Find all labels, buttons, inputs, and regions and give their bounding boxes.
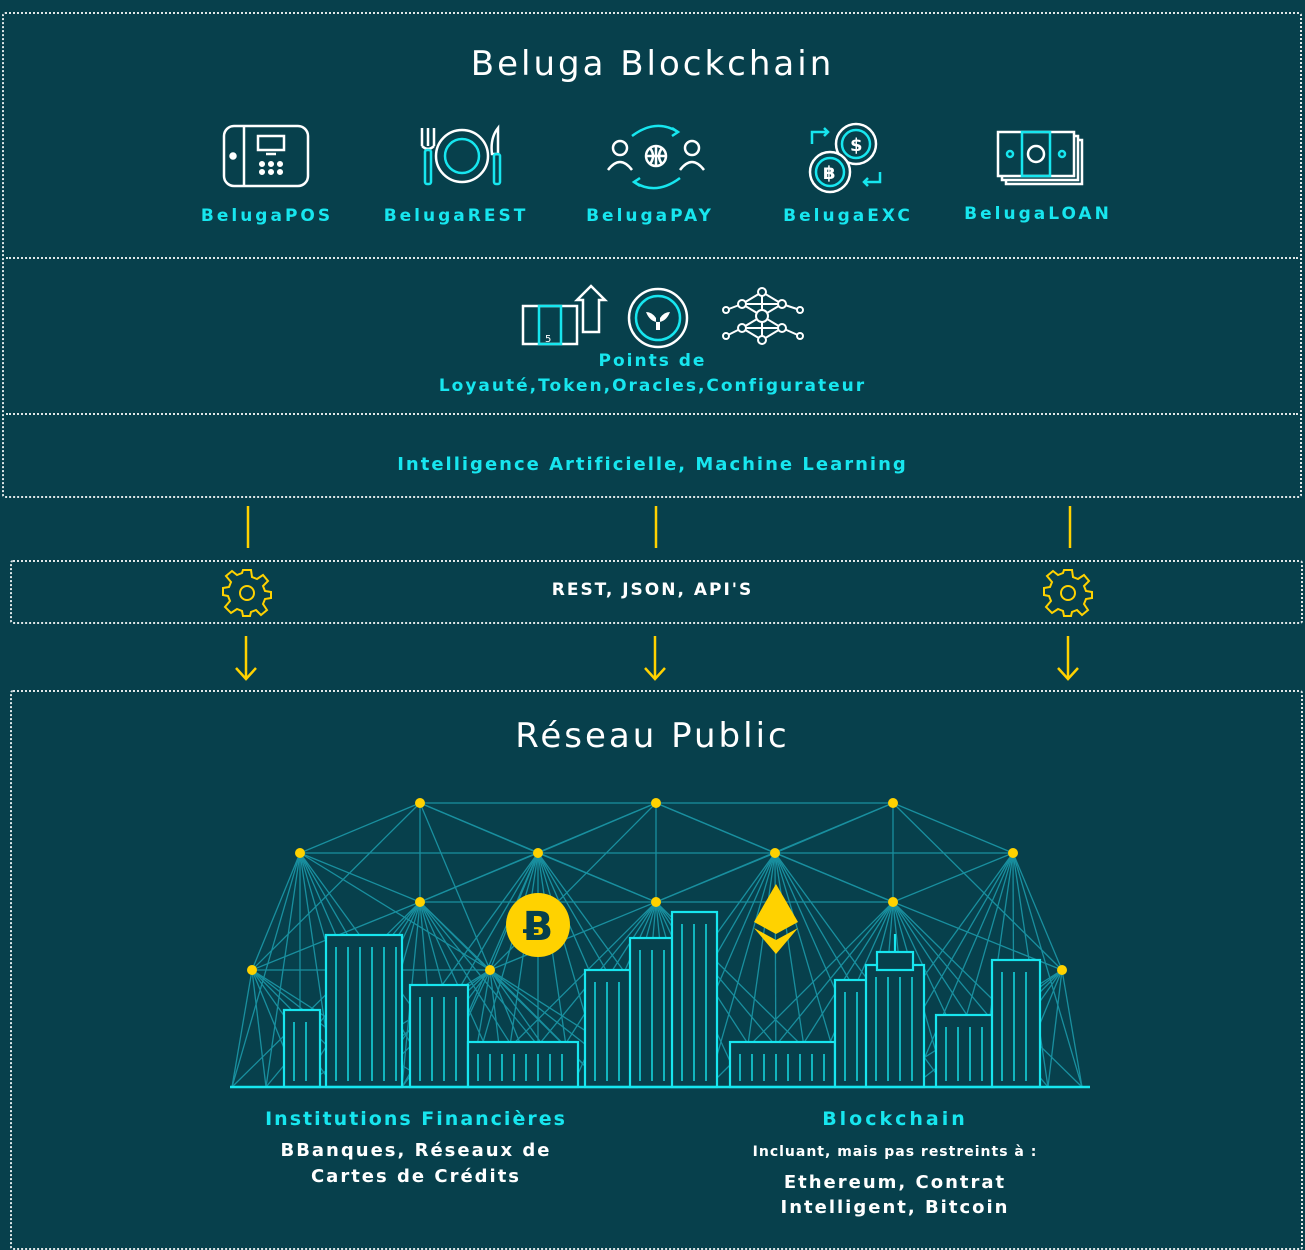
building — [990, 958, 1042, 1089]
network-node — [485, 965, 495, 975]
ethereum-icon-base — [754, 928, 798, 954]
building — [466, 1040, 580, 1089]
network-link — [655, 852, 776, 903]
arrow-down-icon — [235, 636, 257, 681]
payment-exchange-icon — [607, 124, 705, 190]
blockchain-body-1: Ethereum, Contrat — [783, 1172, 1007, 1193]
network-link — [299, 802, 421, 854]
building — [934, 1013, 996, 1089]
network-link — [892, 901, 1083, 1088]
bitcoin-icon — [506, 893, 570, 957]
product-label-rest: BelugaREST — [383, 206, 529, 226]
services-label-line1: Points de — [598, 351, 707, 371]
connector-lines — [235, 506, 1079, 681]
blockchain-heading: Blockchain — [822, 1108, 968, 1130]
building — [408, 983, 470, 1089]
api-label: REST, JSON, API'S — [551, 580, 754, 600]
network-link — [299, 852, 421, 903]
network-link — [251, 802, 421, 971]
building — [864, 963, 926, 1089]
network-link — [892, 802, 1063, 971]
building-top — [875, 950, 915, 972]
network-node — [651, 798, 661, 808]
financial-institutions-body-2: Cartes de Crédits — [310, 1166, 522, 1187]
network-link — [1012, 852, 1083, 1088]
api-panel — [10, 560, 1303, 624]
beluga-token-icon — [627, 287, 689, 349]
network-node — [415, 897, 425, 907]
building — [833, 978, 869, 1089]
gear-icon — [222, 569, 272, 617]
product-label-exc: BelugaEXC — [783, 206, 913, 226]
network-node — [415, 798, 425, 808]
building — [583, 968, 639, 1089]
services-label-line2: Loyauté,Token,Oracles,Configurateur — [438, 376, 867, 396]
network-node — [888, 897, 898, 907]
network-link — [892, 802, 1014, 854]
loan-cash-icon — [996, 130, 1084, 186]
network-link — [707, 852, 776, 1088]
network-node — [888, 798, 898, 808]
divider — [6, 413, 1298, 415]
svg-text:5: 5 — [545, 334, 551, 345]
city-skyline — [282, 910, 1042, 1089]
product-label-pay: BelugaPAY — [586, 206, 714, 226]
divider — [6, 257, 1298, 259]
arrow-down-icon — [1057, 636, 1079, 681]
network-link — [1047, 969, 1063, 1088]
bitcoin-symbol: Ƀ — [523, 904, 554, 950]
beluga-blockchain-panel — [2, 12, 1302, 498]
building — [282, 1008, 322, 1089]
product-label-pos: BelugaPOS — [200, 206, 334, 226]
blockchain-body-2: Intelligent, Bitcoin — [780, 1197, 1010, 1218]
currency-exchange-icon: $ ฿ — [808, 122, 882, 194]
network-link — [1012, 852, 1063, 971]
svg-text:$: $ — [850, 135, 863, 156]
network-node — [1057, 965, 1067, 975]
arrow-down-icon — [644, 636, 666, 681]
network-link — [231, 969, 253, 1088]
network-link — [251, 852, 301, 971]
network-link — [419, 802, 491, 971]
restaurant-icon — [420, 124, 502, 186]
building — [324, 933, 404, 1089]
building — [728, 1040, 837, 1089]
network-node — [533, 848, 543, 858]
product-label-loan: BelugaLOAN — [964, 204, 1112, 224]
network-link — [774, 852, 894, 903]
gear-icon — [1043, 569, 1093, 617]
page-title: Beluga Blockchain — [470, 44, 835, 84]
oracle-network-icon — [722, 287, 804, 345]
network-node — [1008, 848, 1018, 858]
pos-terminal-icon — [222, 124, 310, 188]
network-link — [1061, 969, 1083, 1088]
network-node — [651, 897, 661, 907]
financial-institutions-heading: Institutions Financières — [265, 1108, 567, 1130]
network-link — [251, 969, 267, 1088]
financial-institutions-body-1: BBanques, Réseaux de — [280, 1140, 552, 1161]
ai-label: Intelligence Artificielle, Machine Learn… — [397, 454, 908, 475]
svg-text:฿: ฿ — [823, 163, 836, 184]
public-title: Réseau Public — [515, 716, 790, 756]
loyalty-points-icon: 5 — [521, 284, 609, 346]
network-link — [892, 901, 1063, 971]
blockchain-subtitle: Incluant, mais pas restreints à : — [752, 1144, 1038, 1160]
network-node — [247, 965, 257, 975]
network-node — [770, 848, 780, 858]
network-link — [419, 852, 539, 903]
ethereum-icon — [754, 884, 798, 934]
network-link — [537, 852, 657, 903]
network-node — [295, 848, 305, 858]
network-link — [489, 901, 657, 971]
network-link — [892, 852, 1014, 903]
